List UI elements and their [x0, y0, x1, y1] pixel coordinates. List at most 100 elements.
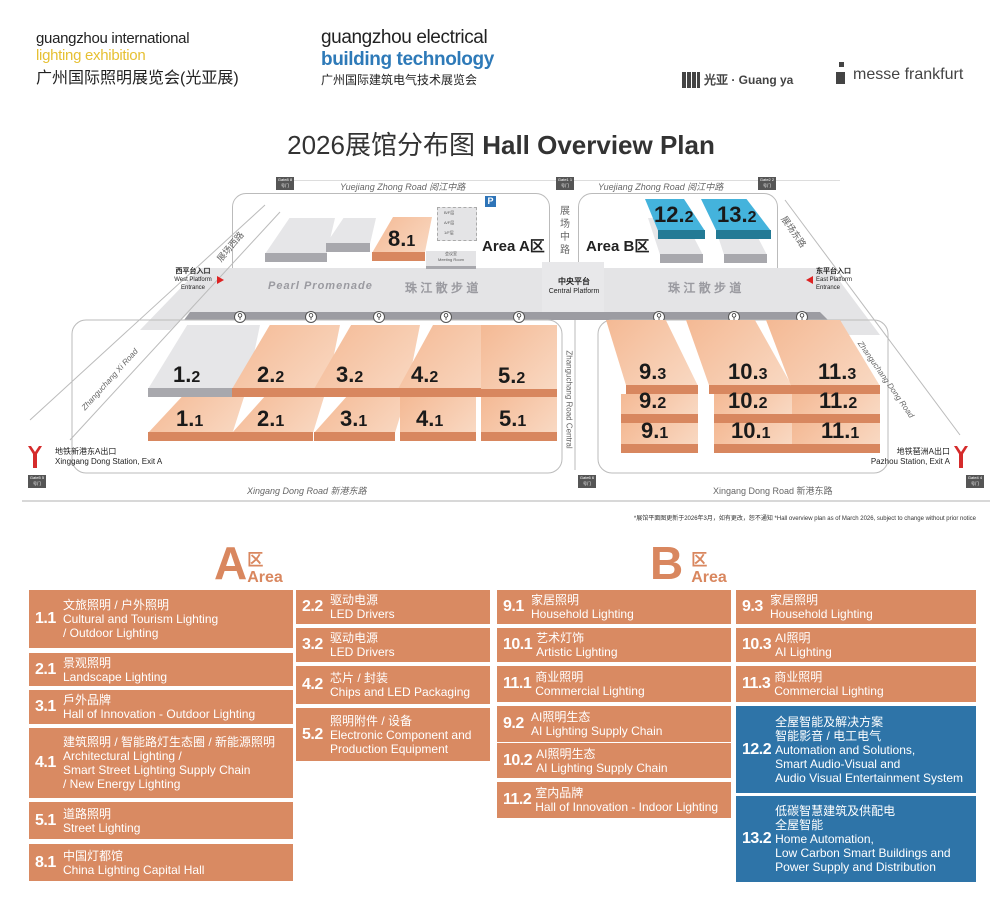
hall-number: 4.2: [302, 676, 323, 693]
gate-4: Gate4 4号门: [966, 475, 984, 488]
gate-1: Gate1 1号门: [556, 177, 574, 190]
category-en: Smart Street Lighting Supply Chain: [63, 763, 251, 777]
category-en: AI Lighting Supply Chain: [536, 760, 668, 775]
hall-number: 5.1: [35, 811, 56, 829]
pedestrian-bridge-icon: ⚲: [373, 311, 385, 323]
hall-number: 3.2: [302, 636, 323, 653]
category-en: Household Lighting: [531, 607, 634, 621]
guangya-logo: 光亚 · Guang ya: [682, 71, 793, 88]
road-label-south-a: Xingang Dong Road 新港东路: [247, 486, 367, 496]
category-cn: 建筑照明 / 智能路灯生态圈 / 新能源照明: [63, 735, 276, 749]
hall-number: 10.2: [503, 751, 533, 769]
messe-frankfurt-logo: messe frankfurt: [836, 62, 963, 84]
category-en: Cultural and Tourism Lighting: [63, 612, 219, 626]
hall-11-2[interactable]: 11.2: [792, 388, 880, 423]
category-cn: 商业照明: [535, 670, 584, 684]
category-en: Hall of Innovation - Indoor Lighting: [535, 800, 719, 814]
category-cn: 照明附件 / 设备: [330, 713, 413, 728]
hall-11-1[interactable]: 11.1: [792, 418, 880, 453]
category-cn: AI照明生态: [531, 710, 591, 724]
west-platform-entrance: 西平台入口 West Platform Entrance: [174, 268, 212, 291]
hall-1-1[interactable]: 1.1: [148, 397, 244, 441]
map-base-shapes: [22, 199, 990, 502]
category-en: LED Drivers: [330, 645, 395, 659]
parking-icon: P: [485, 196, 496, 207]
category-en: Commercial Lighting: [535, 684, 645, 698]
hall-10-2[interactable]: 10.2: [714, 388, 792, 423]
hall-9-3[interactable]: 9.3: [606, 320, 698, 394]
hall-number: 9.3: [742, 598, 763, 615]
hall-12-2[interactable]: 12.2: [645, 199, 705, 239]
promenade-label-en: Pearl Promenade: [268, 280, 373, 292]
hall-number: 3.1: [35, 698, 56, 715]
category-en: Automation and Solutions,: [775, 742, 916, 757]
area-a-label: Area A区: [482, 238, 545, 255]
hall-2-1[interactable]: 2.1: [232, 397, 324, 441]
category-cn: 驱动电源: [330, 593, 379, 607]
hall-9-2[interactable]: 9.2: [621, 388, 698, 423]
promenade-label-cn-b: 珠 江 散 步 道: [668, 281, 742, 295]
hall-unlabeled-gray[interactable]: [326, 218, 376, 252]
hall-number: 8.1: [35, 853, 56, 871]
hall-13-2[interactable]: 13.2: [701, 199, 771, 239]
category-en: LED Drivers: [330, 607, 395, 621]
hall-5-2[interactable]: 5.2: [481, 325, 557, 398]
hall-number: 1.1: [35, 610, 56, 627]
category-en: Electronic Component and: [330, 727, 472, 742]
category-en: Home Automation,: [775, 832, 874, 846]
hall-3-2[interactable]: 3.2: [314, 325, 420, 397]
category-cn-2: 全屋智能: [775, 818, 824, 832]
hall-number: 5.2: [302, 725, 323, 743]
update-note: *展馆平面图更新于2026年3月，如有更改，恕不通知 *Hall overvie…: [633, 516, 976, 522]
hall-4-1[interactable]: 4.1: [400, 397, 476, 441]
promenade-label-cn: 珠 江 散 步 道: [405, 281, 479, 295]
category-cn: 景观照明: [63, 655, 112, 670]
category-cn: 家居照明: [531, 593, 580, 607]
lighting-exhibition-logo: guangzhou international lighting exhibit…: [36, 30, 239, 87]
hall-number: 2.2: [302, 598, 323, 615]
hall-5-1[interactable]: 5.1: [481, 397, 557, 441]
road-label-north-b: Yuejiang Zhong Road 阅江中路: [598, 182, 724, 192]
category-cn: 低碳智慧建筑及供配电: [775, 804, 896, 818]
page-title: 2026展馆分布图 Hall Overview Plan: [287, 130, 715, 160]
road-label-north-a: Yuejiang Zhong Road 阅江中路: [340, 182, 466, 192]
category-en: AI Lighting: [775, 645, 832, 659]
guangya-mark-icon: [682, 71, 700, 88]
hall-9-1[interactable]: 9.1: [621, 418, 698, 453]
metro-icon: [28, 446, 42, 468]
hall-number: 10.3: [742, 636, 772, 653]
road-label-south-b: Xingang Dong Road 新港东路: [713, 486, 833, 496]
hall-10-1[interactable]: 10.1: [714, 418, 792, 453]
hall-11-3[interactable]: 11.3: [766, 320, 880, 394]
category-cn: 全屋智能及解决方案: [775, 714, 884, 729]
hall-unlabeled-gray[interactable]: [265, 218, 335, 262]
east-platform-entrance: 东平台入口 East Platform Entrance: [816, 268, 853, 291]
pedestrian-bridge-icon: ⚲: [234, 311, 246, 323]
category-en: Commercial Lighting: [774, 684, 884, 698]
category-cn: 家居照明: [770, 593, 819, 607]
hall-3-1[interactable]: 3.1: [314, 397, 406, 441]
category-cn: 室内品牌: [535, 786, 584, 800]
hall-8-1[interactable]: 8.1: [372, 217, 432, 261]
category-en: Architectural Lighting /: [63, 749, 182, 763]
